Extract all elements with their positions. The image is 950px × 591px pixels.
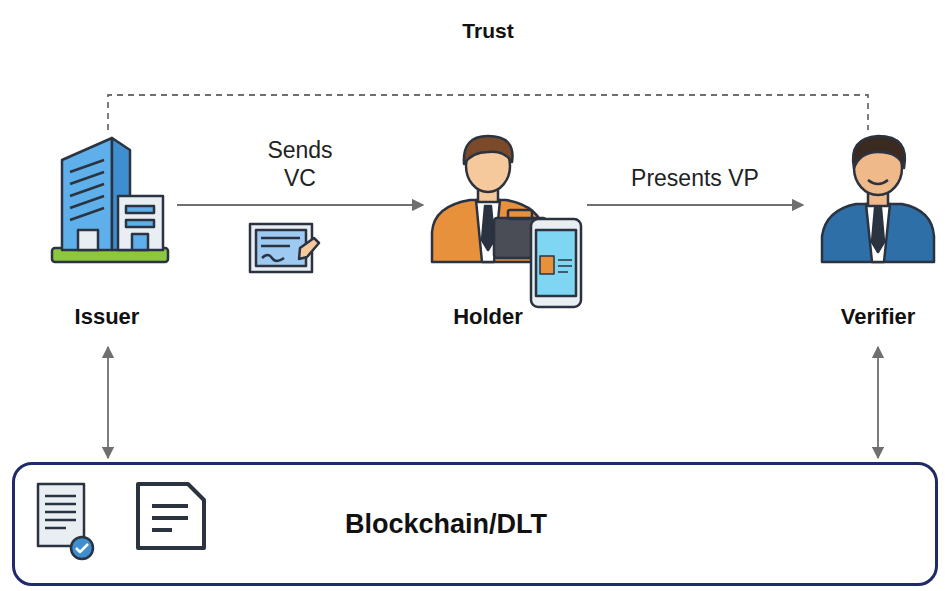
ledger-title: Blockchain/DLT	[345, 509, 547, 540]
trust-line	[108, 95, 868, 130]
actor-name: Issuer	[75, 304, 140, 330]
trust-label: Trust	[462, 18, 513, 44]
actor-node: Issuer	[40, 128, 175, 343]
actor-name: Holder	[453, 304, 523, 330]
actor-node: Holder	[425, 128, 585, 343]
certificate-icon	[250, 224, 319, 272]
actor-name: Verifier	[841, 304, 916, 330]
actor-node: Verifier	[805, 128, 938, 343]
flow-arrow	[177, 204, 423, 206]
holder-figure	[432, 136, 581, 307]
document-icons	[38, 484, 204, 559]
edge-label: Presents VP	[631, 164, 759, 193]
ledger-band: Blockchain/DLT	[12, 462, 938, 586]
flow-arrow	[877, 347, 879, 458]
edge-label: Sends VC	[250, 136, 350, 194]
flow-arrow	[587, 204, 803, 206]
building-icon	[52, 138, 168, 262]
verifier-figure	[822, 136, 934, 262]
flow-arrow	[107, 347, 109, 458]
